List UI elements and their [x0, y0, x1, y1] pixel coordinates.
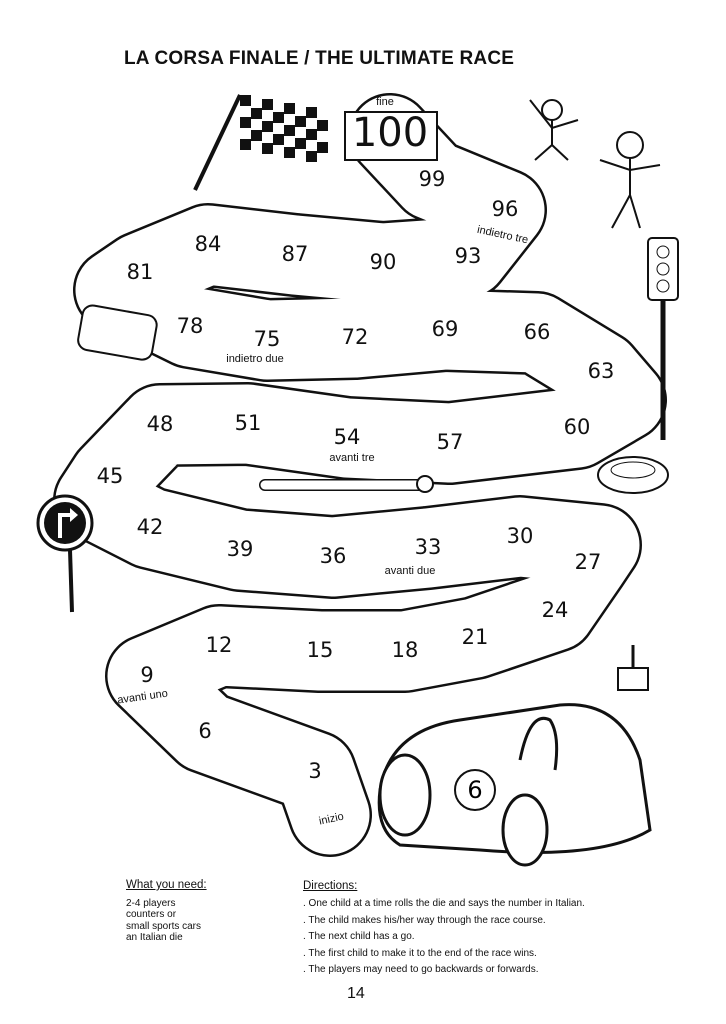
flag-check [306, 151, 317, 162]
note-finish: fine [376, 96, 394, 108]
square-39: 39 [227, 537, 254, 561]
track-surface [55, 95, 665, 855]
square-87: 87 [282, 242, 309, 266]
directions-heading: Directions: [303, 880, 358, 892]
race-car-icon: 6 [377, 703, 652, 867]
directions-section: Directions: . One child at a time rolls … [303, 880, 585, 981]
need-item: small sports cars [126, 920, 202, 932]
square-75: 75 [254, 327, 281, 351]
square-72: 72 [342, 325, 369, 349]
note-forward-two: avanti due [385, 565, 436, 577]
square-3: 3 [308, 759, 321, 783]
flag-check [273, 112, 284, 123]
square-69: 69 [432, 317, 459, 341]
checkered-flag-icon [193, 94, 328, 191]
page-number: 14 [347, 985, 365, 1002]
square-60: 60 [564, 415, 591, 439]
square-21: 21 [462, 625, 489, 649]
finish-box [344, 111, 438, 161]
square-93: 93 [455, 244, 482, 268]
square-33: 33 [415, 535, 442, 559]
flag-check [284, 147, 295, 158]
square-9: 9 [140, 663, 153, 687]
square-66: 66 [524, 320, 551, 344]
flag-check [306, 107, 317, 118]
square-48: 48 [147, 412, 174, 436]
flag-check [240, 117, 251, 128]
what-you-need-section: What you need: 2-4 players counters or s… [126, 879, 207, 944]
square-42: 42 [137, 515, 164, 539]
square-51: 51 [235, 411, 262, 435]
need-item: 2-4 players [126, 897, 176, 909]
turn-right-sign-icon [36, 494, 94, 613]
need-item: an Italian die [126, 932, 183, 943]
tyre-icon [597, 456, 669, 494]
square-90: 90 [370, 250, 397, 274]
flag-check [240, 139, 251, 150]
need-heading: What you need: [126, 879, 207, 891]
lying-person-icon [259, 475, 434, 493]
square-36: 36 [320, 544, 347, 568]
square-18: 18 [392, 638, 419, 662]
square-78: 78 [177, 314, 204, 338]
flag-check [251, 108, 262, 119]
race-track [53, 93, 667, 857]
traffic-light-icon [647, 237, 679, 440]
square-99: 99 [419, 167, 446, 191]
need-item: counters or [126, 909, 177, 920]
page-title: LA CORSA FINALE / THE ULTIMATE RACE [124, 48, 515, 69]
square-45: 45 [97, 464, 124, 488]
square-54: 54 [334, 425, 361, 449]
flag-check [273, 134, 284, 145]
flag-check [262, 121, 273, 132]
flag-check [317, 120, 328, 131]
square-96: 96 [492, 197, 519, 221]
flag-check [295, 138, 306, 149]
direction-item: . The players may need to go backwards o… [303, 964, 539, 975]
flag-check [240, 95, 251, 106]
flag-check [284, 125, 295, 136]
jack-icon [617, 645, 649, 691]
square-63: 63 [588, 359, 615, 383]
square-12: 12 [206, 633, 233, 657]
square-15: 15 [307, 638, 334, 662]
cheering-people-icon [529, 99, 661, 229]
direction-item: . The next child has a go. [303, 931, 415, 942]
square-84: 84 [195, 232, 222, 256]
direction-item: . The child makes his/her way through th… [303, 914, 546, 926]
flag-check [306, 129, 317, 140]
square-6: 6 [198, 719, 211, 743]
note-start: inizio [318, 811, 345, 828]
flag-check [295, 116, 306, 127]
flag-check [284, 103, 295, 114]
square-100: 100 [352, 110, 428, 156]
direction-item: . One child at a time rolls the die and … [303, 898, 585, 909]
flag-check [317, 142, 328, 153]
square-57: 57 [437, 430, 464, 454]
square-27: 27 [575, 550, 602, 574]
flag-check [262, 99, 273, 110]
flag-check [251, 130, 262, 141]
note-back-two: indietro due [226, 353, 284, 365]
note-forward-three: avanti tre [329, 452, 374, 464]
flag-check [262, 143, 273, 154]
car-wreck-icon [77, 304, 158, 361]
direction-item: . The first child to make it to the end … [303, 947, 537, 959]
square-24: 24 [542, 598, 569, 622]
square-81: 81 [127, 260, 154, 284]
svg-text:6: 6 [467, 776, 482, 804]
square-30: 30 [507, 524, 534, 548]
